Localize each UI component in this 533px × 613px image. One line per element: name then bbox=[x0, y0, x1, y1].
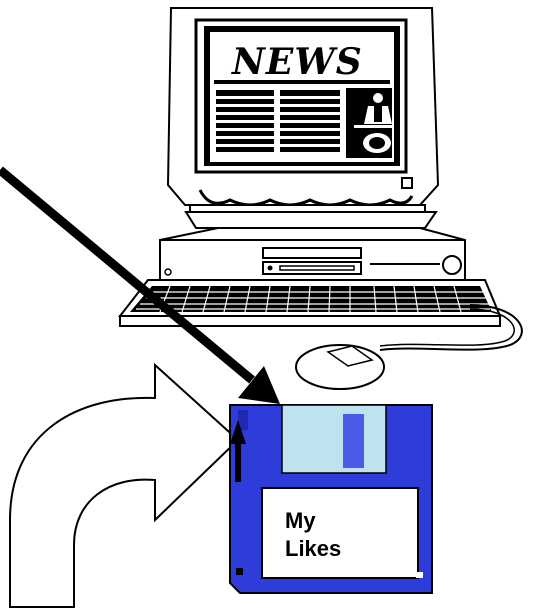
curved-arrow-icon bbox=[10, 365, 238, 607]
newspaper-photo bbox=[346, 88, 394, 158]
newspaper: NEWS bbox=[210, 32, 394, 162]
disk-label-line1: My bbox=[285, 508, 316, 533]
disk-label bbox=[262, 488, 418, 578]
power-indicator-icon bbox=[165, 269, 171, 275]
newspaper-title: NEWS bbox=[231, 41, 363, 83]
disk-shutter bbox=[282, 405, 386, 473]
write-protect-notch bbox=[236, 568, 243, 575]
monitor: NEWS bbox=[168, 8, 438, 228]
disk-label-line2: Likes bbox=[285, 536, 341, 561]
disk-hole bbox=[416, 572, 423, 578]
drive-slot bbox=[263, 248, 361, 258]
floppy-disk-icon: My Likes bbox=[230, 405, 432, 593]
case-button-icon bbox=[443, 256, 461, 274]
computer-case bbox=[160, 228, 465, 285]
power-button-icon bbox=[402, 178, 412, 188]
shutter-slot bbox=[343, 414, 364, 468]
